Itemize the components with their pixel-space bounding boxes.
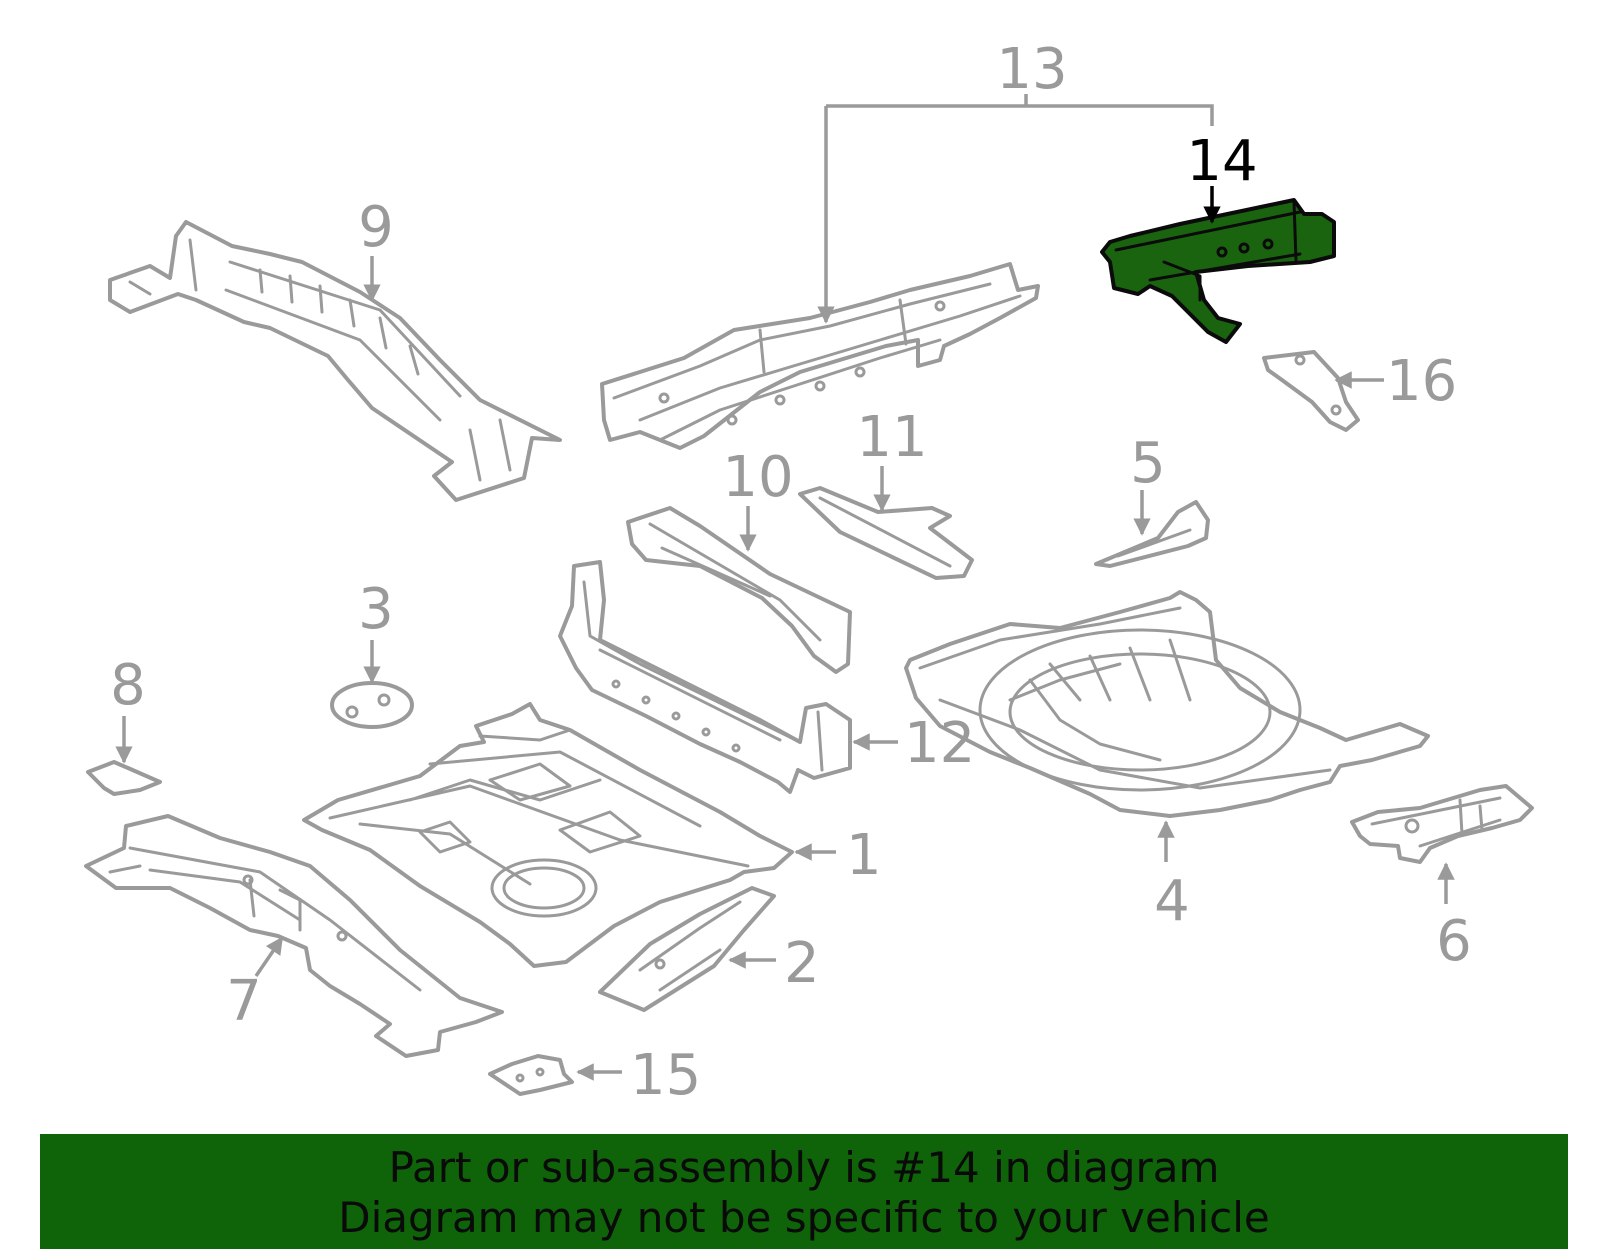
part-11-brace[interactable] [798,486,974,580]
label-15: 15 [630,1043,701,1108]
part-5-brace[interactable] [1094,500,1210,568]
label-9: 9 [358,195,394,260]
part-16-bracket[interactable] [1262,350,1360,432]
leader-lines [115,94,1455,1081]
part-12-crossmember[interactable] [558,560,852,794]
part-6-member[interactable] [1350,784,1534,864]
label-3: 3 [358,577,394,642]
leader-7 [254,936,284,977]
part-7-side-member[interactable] [84,814,504,1058]
leader-13-bracket [826,104,1214,126]
label-10: 10 [722,445,793,510]
part-1-floor-pan[interactable] [302,702,794,968]
label-16: 16 [1386,349,1457,414]
part-4-spare-tire-pan[interactable] [904,590,1430,818]
label-5: 5 [1130,431,1166,496]
label-4: 4 [1154,869,1190,934]
label-14: 14 [1186,129,1257,194]
part-13-side-member[interactable] [600,262,1040,450]
info-banner: Part or sub-assembly is #14 in diagram D… [40,1134,1568,1249]
label-8: 8 [110,653,146,718]
label-12: 12 [904,711,975,776]
part-9-side-member[interactable] [108,220,562,502]
label-6: 6 [1436,909,1472,974]
part-3-plug[interactable] [330,681,414,729]
part-8-patch[interactable] [86,760,162,796]
part-14-reinforcement-highlighted[interactable] [1100,198,1336,344]
label-1: 1 [846,823,882,888]
part-10-crossmember[interactable] [626,506,852,674]
label-2: 2 [784,931,820,996]
part-15-bracket[interactable] [488,1054,574,1096]
label-11: 11 [856,405,927,470]
part-2-bracket[interactable] [598,886,776,1012]
label-13: 13 [996,37,1067,102]
banner-line-1: Part or sub-assembly is #14 in diagram [388,1143,1220,1192]
banner-line-2: Diagram may not be specific to your vehi… [338,1193,1270,1242]
label-7: 7 [226,969,262,1034]
callout-labels: 13 14 9 16 10 11 5 3 8 12 1 2 4 6 7 15 [110,37,1472,1108]
